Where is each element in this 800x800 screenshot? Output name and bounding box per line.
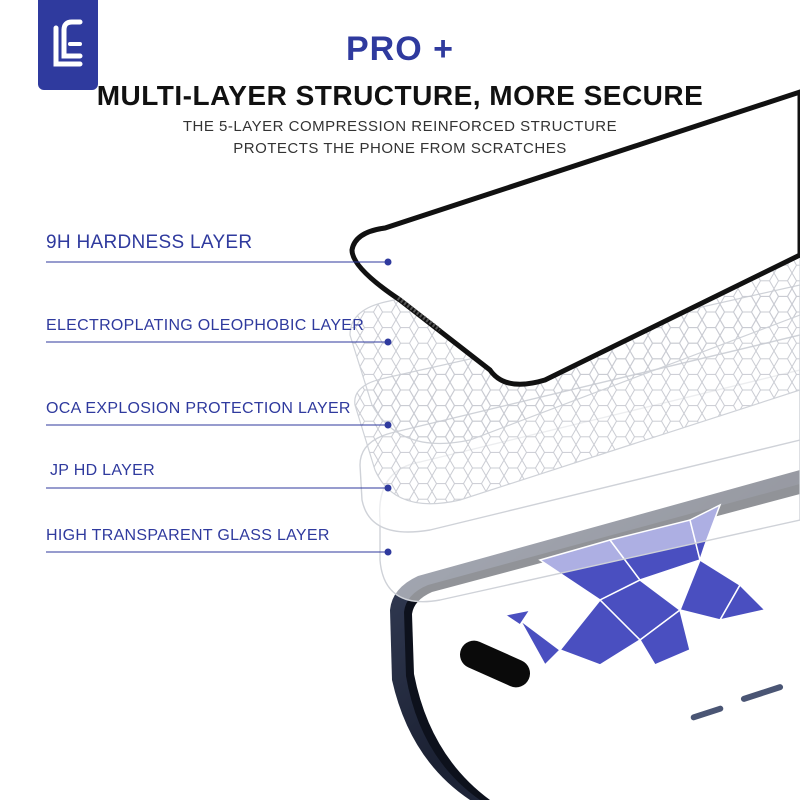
phone [390, 470, 800, 800]
headline: MULTI-LAYER STRUCTURE, MORE SECURE [96, 80, 704, 111]
callout-dot-2 [384, 338, 392, 346]
callout-dot-1 [384, 258, 392, 266]
callout-lines [46, 261, 388, 553]
subtitle-line-1: THE 5-LAYER COMPRESSION REINFORCED STRUC… [182, 118, 618, 135]
layer-label-oca: OCA EXPLOSION PROTECTION LAYER [46, 400, 351, 417]
layer-9h-hardness [349, 89, 800, 387]
power-button [740, 684, 784, 702]
dynamic-island [459, 640, 531, 688]
layer-label-jp-hd: JP HD LAYER [50, 462, 155, 479]
page-title: PRO + [346, 30, 454, 68]
brand-logo-mark-icon [53, 19, 83, 67]
callout-dot-5 [384, 548, 392, 556]
callout-dots [384, 258, 392, 556]
callout-dot-4 [384, 484, 392, 492]
layer-label-glass: HIGH TRANSPARENT GLASS LAYER [46, 527, 330, 544]
speaker-grille-icon [396, 296, 442, 332]
subtitle-line-2: PROTECTS THE PHONE FROM SCRATCHES [233, 140, 567, 157]
volume-button [690, 705, 724, 721]
callout-dot-3 [384, 421, 392, 429]
layer-label-oleophobic: ELECTROPLATING OLEOPHOBIC LAYER [46, 317, 365, 334]
layer-label-9h-hardness: 9H HARDNESS LAYER [46, 232, 253, 253]
brand-logo [38, 0, 98, 90]
